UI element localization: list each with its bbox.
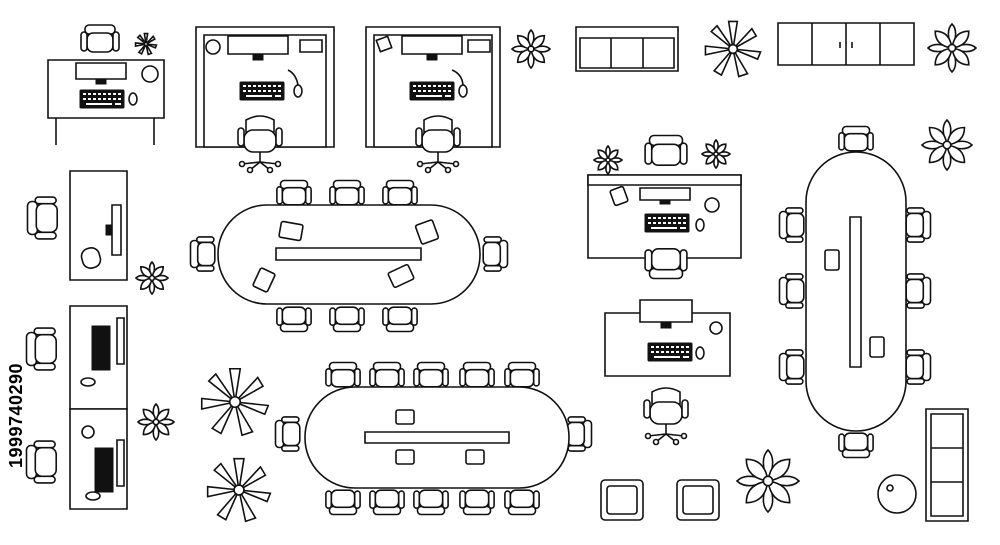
mouse-icon [696, 219, 704, 231]
potted-plant-icon [206, 457, 272, 523]
office-chair-icon [566, 416, 593, 452]
potted-plant-icon [200, 367, 270, 437]
office-chair-icon [276, 179, 312, 206]
office-chair-icon [838, 432, 874, 459]
mouse-icon [696, 347, 704, 359]
office-chair-icon [329, 179, 365, 206]
desk-top-left [48, 24, 164, 145]
monitor-icon [228, 36, 288, 60]
cubicle-1 [196, 27, 334, 174]
stock-id-text: 1999740290 [6, 362, 27, 468]
office-chair-icon [329, 306, 365, 333]
monitor-icon [640, 300, 692, 328]
keyboard-icon [644, 213, 690, 233]
keyboard-icon [95, 448, 113, 492]
armchair-icon [677, 480, 719, 520]
phone-icon [300, 40, 322, 52]
office-chair-icon [482, 236, 509, 272]
office-chair-icon [325, 489, 361, 516]
mouse-icon [86, 492, 100, 500]
office-chair-icon [26, 196, 59, 240]
monitor-icon [117, 318, 124, 364]
keyboard-icon [79, 89, 125, 109]
potted-plant-icon [701, 139, 731, 169]
potted-plant-icon [927, 23, 977, 73]
office-chair-icon [189, 236, 216, 272]
monitor-icon [106, 205, 121, 255]
office-chair-icon [369, 489, 405, 516]
mouse-icon [459, 85, 467, 97]
office-chair-icon [643, 387, 689, 446]
mouse-icon [294, 85, 302, 97]
office-chair-icon [504, 361, 540, 388]
desk-middle-right [605, 300, 730, 446]
office-chair-icon [382, 306, 418, 333]
office-chair-icon [778, 273, 805, 309]
office-chair-icon [459, 489, 495, 516]
monitor-icon [117, 440, 124, 486]
monitor-icon [76, 63, 126, 84]
office-chair-icon [778, 349, 805, 385]
cabinet-icon [778, 23, 914, 65]
office-chair-icon [644, 134, 688, 167]
desk-right-center [588, 134, 741, 280]
potted-plant-icon [137, 403, 175, 441]
office-chair-icon [778, 207, 805, 243]
sofa-icon [576, 27, 678, 71]
office-chair-icon [905, 273, 932, 309]
office-chair-icon [459, 361, 495, 388]
mouse-icon [81, 378, 95, 386]
office-chair-icon [504, 489, 540, 516]
potted-plant-icon [921, 119, 973, 171]
stock-id-watermark: 1999740290 [4, 300, 30, 530]
monitor-icon [402, 36, 462, 60]
office-chair-icon [276, 306, 312, 333]
bookshelf-icon [926, 409, 968, 521]
office-chair-icon [274, 416, 301, 452]
potted-plant-icon [593, 145, 623, 175]
desk-left-side [26, 171, 128, 280]
office-chair-icon [644, 247, 688, 280]
conference-table-top [189, 179, 509, 333]
keyboard-icon [647, 342, 693, 362]
cubicle-2 [366, 27, 500, 174]
monitor-icon [640, 188, 690, 204]
office-chair-icon [905, 349, 932, 385]
potted-plant-icon [704, 20, 762, 78]
potted-plant-icon [511, 29, 551, 69]
office-chair-icon [25, 440, 58, 484]
conference-table-vertical [778, 125, 932, 459]
cup-icon [142, 66, 158, 82]
office-chair-icon [325, 361, 361, 388]
potted-plant-icon [135, 261, 169, 295]
potted-plant-icon [735, 448, 801, 514]
keyboard-icon [409, 81, 455, 101]
office-chair-icon [382, 179, 418, 206]
office-chair-icon [369, 361, 405, 388]
armchair-icon [601, 480, 643, 520]
keyboard-icon [239, 81, 285, 101]
phone-icon [468, 40, 490, 52]
office-chair-icon [25, 327, 58, 371]
conference-table-bottom [274, 361, 593, 516]
keyboard-icon [92, 326, 110, 370]
desk-pair-left [25, 306, 128, 509]
office-chair-icon [905, 207, 932, 243]
potted-plant-icon [135, 33, 157, 55]
office-chair-icon [838, 125, 874, 152]
mouse-icon [129, 93, 137, 105]
office-chair-icon [80, 24, 120, 53]
office-chair-icon [413, 361, 449, 388]
office-chair-icon [413, 489, 449, 516]
round-side-table-icon [878, 475, 916, 513]
